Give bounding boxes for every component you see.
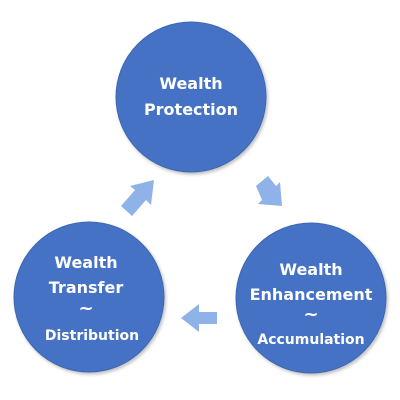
node-circle xyxy=(235,222,387,374)
node-wealth-protection: Wealth Protection xyxy=(115,21,267,173)
arrow-transfer-to-protection-icon xyxy=(121,180,154,216)
arrow-enhancement-to-transfer-icon xyxy=(181,304,217,332)
node-title-line-2: Transfer xyxy=(49,278,124,297)
node-circle xyxy=(13,221,165,373)
node-title-line-1: Wealth xyxy=(279,260,342,279)
node-title-line-1: Wealth xyxy=(159,74,222,93)
node-circle xyxy=(115,21,267,173)
node-subtitle: Distribution xyxy=(45,328,139,344)
node-separator: ~ xyxy=(303,304,318,325)
node-title-line-2: Protection xyxy=(144,100,238,119)
node-title-line-1: Wealth xyxy=(54,253,117,272)
node-wealth-transfer: Wealth Transfer ~ Distribution xyxy=(13,221,165,373)
node-subtitle: Accumulation xyxy=(257,332,364,348)
arrow-protection-to-enhancement-icon xyxy=(256,176,282,206)
node-wealth-enhancement: Wealth Enhancement ~ Accumulation xyxy=(235,222,387,374)
node-title-line-2: Enhancement xyxy=(250,285,373,304)
node-separator: ~ xyxy=(78,298,93,319)
